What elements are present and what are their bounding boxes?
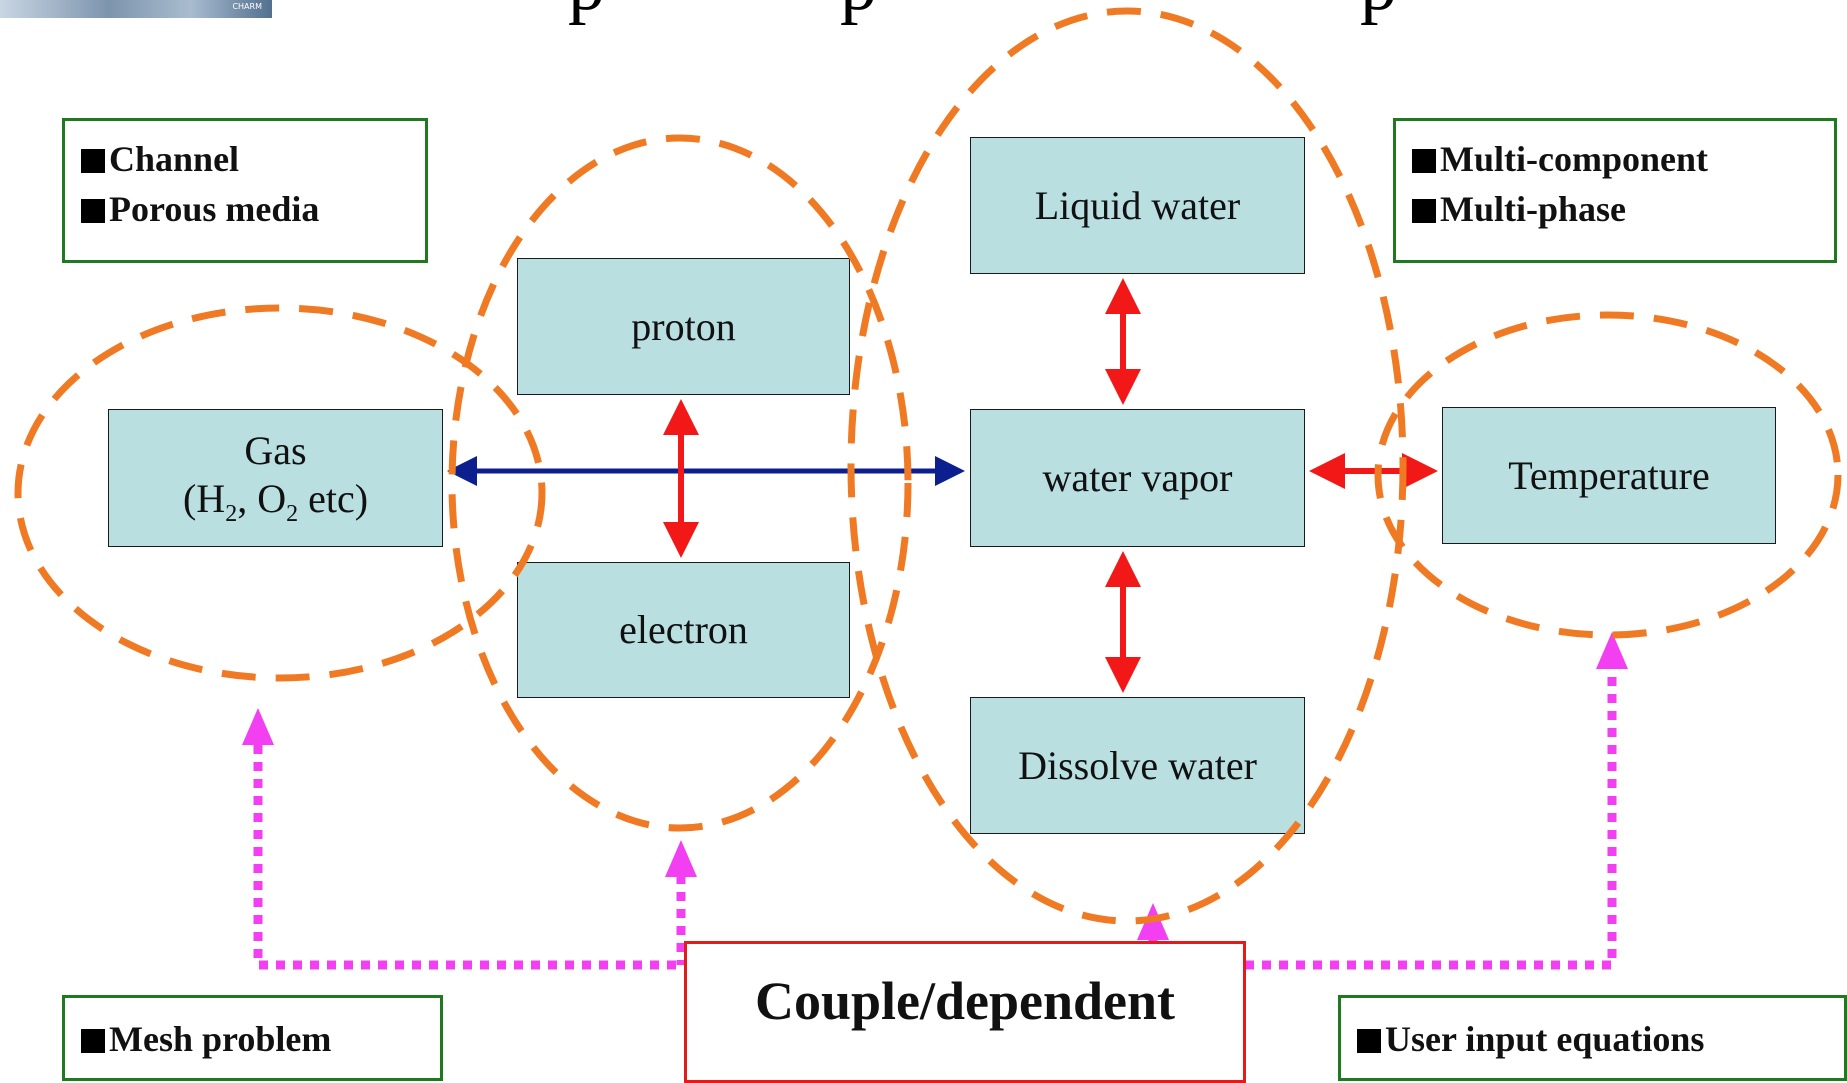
node-proton: proton xyxy=(517,258,850,395)
node-dissolve-water: Dissolve water xyxy=(970,697,1305,834)
logo-text: CHARM xyxy=(232,2,262,11)
note-item: Porous media xyxy=(81,185,409,235)
square-bullet-icon xyxy=(1357,1029,1381,1053)
node-gas: Gas (H2, O2 etc) xyxy=(108,409,443,547)
gas-species: (H2, O2 etc) xyxy=(182,476,369,528)
title-fragment-2: p xyxy=(840,0,877,22)
arrow-up-icon xyxy=(1596,632,1628,669)
node-liquid-water: Liquid water xyxy=(970,137,1305,274)
node-temperature: Temperature xyxy=(1442,407,1776,544)
title-fragment-3: p xyxy=(1360,0,1397,22)
arrow-up-icon xyxy=(665,840,697,877)
magenta-arrowheads xyxy=(242,632,1628,940)
node-water-vapor: water vapor xyxy=(970,409,1305,547)
note-mesh-problem: Mesh problem xyxy=(62,995,443,1081)
square-bullet-icon xyxy=(1412,149,1436,173)
note-item: User input equations xyxy=(1357,1015,1828,1065)
connector-mesh-to-couple xyxy=(253,667,1617,970)
square-bullet-icon xyxy=(81,1029,105,1053)
group-ellipse-temperature xyxy=(1374,311,1842,639)
group-ellipse-charge xyxy=(448,134,912,832)
group-ellipse-gas xyxy=(14,304,546,682)
magenta-connectors xyxy=(253,667,1617,970)
note-item: Channel xyxy=(81,135,409,185)
arrow-up-icon xyxy=(242,708,274,745)
node-electron: electron xyxy=(517,562,850,698)
note-user-input-equations: User input equations xyxy=(1338,995,1847,1081)
group-ellipse-water xyxy=(847,7,1407,925)
logo-image: CHARM xyxy=(0,0,272,18)
group-ellipses xyxy=(14,7,1842,925)
couple-dependent-label: Couple/dependent xyxy=(684,941,1246,1083)
square-bullet-icon xyxy=(81,198,105,223)
note-channel-porous: Channel Porous media xyxy=(62,118,428,263)
note-item: Mesh problem xyxy=(81,1015,424,1065)
note-multi-component-phase: Multi-component Multi-phase xyxy=(1393,118,1837,263)
gas-label: Gas xyxy=(244,428,307,474)
note-item: Multi-phase xyxy=(1412,185,1818,235)
note-item: Multi-component xyxy=(1412,135,1818,185)
title-fragment-1: p xyxy=(568,0,605,22)
square-bullet-icon xyxy=(1412,198,1436,223)
square-bullet-icon xyxy=(81,149,105,173)
